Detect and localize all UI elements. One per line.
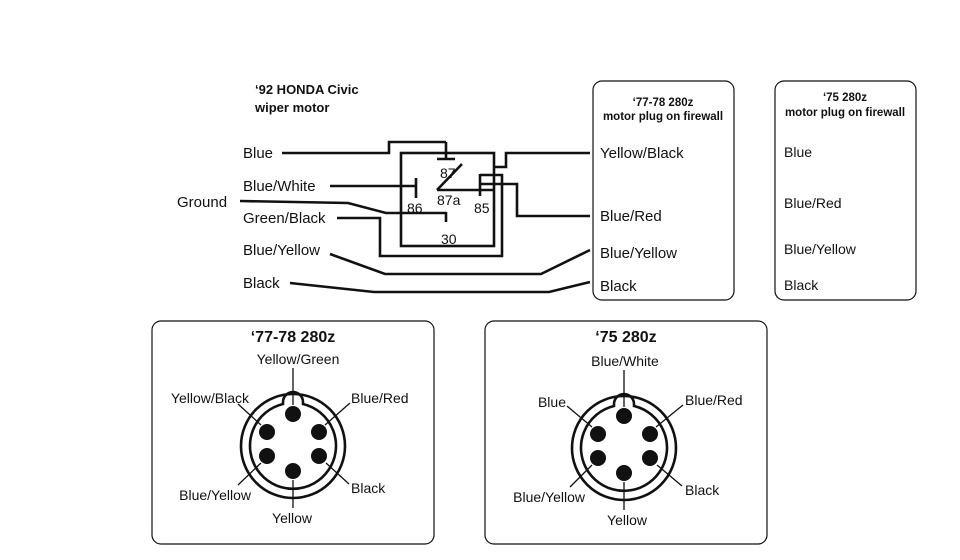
connector-75-pin-label-4: Yellow xyxy=(607,512,648,528)
connector-75-title: ‘75 280z xyxy=(595,329,656,346)
plug-75-panel: ‘75 280z motor plug on firewall Blue Blu… xyxy=(774,80,917,301)
wire-black xyxy=(289,280,591,294)
wire-ground-to-30 xyxy=(239,199,446,215)
relay-switch-arm xyxy=(436,163,463,191)
connector-7778-pin-label-1: Yellow/Green xyxy=(257,351,340,367)
plug-75-title-line1: ‘75 280z xyxy=(823,92,867,104)
wire-yellow-black xyxy=(494,151,590,169)
plug-75-title-line2: motor plug on firewall xyxy=(785,107,905,119)
connector-7778-pin-label-4: Yellow xyxy=(272,510,313,526)
wire-blue-yellow xyxy=(329,248,591,276)
plug-7778-panel: ‘77-78 280z motor plug on firewall Yello… xyxy=(592,80,735,301)
honda-wire-blue-white: Blue/White xyxy=(243,178,316,195)
relay-terminal-85: 85 xyxy=(474,200,490,216)
connector-7778-leader-lower-right xyxy=(325,462,350,485)
honda-wire-green-black: Green/Black xyxy=(243,210,326,227)
honda-wire-ground: Ground xyxy=(177,194,227,211)
plug-7778-wire-4: Black xyxy=(600,278,637,295)
connector-7778-pin-label-5: Blue/Yellow xyxy=(179,487,252,503)
plug-7778-wire-3: Blue/Yellow xyxy=(600,245,677,262)
connector-75-pin-lower-right xyxy=(642,450,658,466)
plug-75-wire-3: Blue/Yellow xyxy=(784,241,857,257)
relay-terminal-30: 30 xyxy=(441,231,457,247)
plug-75-wire-2: Blue/Red xyxy=(784,195,842,211)
connector-7778-pin-bottom xyxy=(285,463,301,479)
connector-7778-pin-lower-right xyxy=(311,448,327,464)
connector-75-panel: ‘75 280z Blue/White Blue/Red Black Yello… xyxy=(484,320,768,545)
plug-7778-title-line2: motor plug on firewall xyxy=(603,111,723,123)
connector-75-leader-lower-left xyxy=(569,464,593,488)
connector-7778-pin-lower-left xyxy=(259,448,275,464)
plug-75-wire-1: Blue xyxy=(784,144,812,160)
connector-75-pin-top xyxy=(616,408,632,424)
connector-7778-pin-label-3: Black xyxy=(351,480,386,496)
connector-75-pin-lower-left xyxy=(590,450,606,466)
plug-7778-box xyxy=(592,80,735,301)
connector-75-pin-label-1: Blue/White xyxy=(591,353,659,369)
connector-75-leader-upper-right xyxy=(655,404,684,428)
honda-wire-blue: Blue xyxy=(243,145,273,162)
relay-terminal-87: 87 xyxy=(440,165,456,181)
connector-75-pin-upper-left xyxy=(590,426,606,442)
relay-body xyxy=(399,151,496,248)
wire-green-black-to-85 xyxy=(337,173,504,258)
connector-7778-panel: ‘77-78 280z Yellow/Green Blue/Red Black … xyxy=(151,320,435,545)
plug-7778-wire-2: Blue/Red xyxy=(600,208,662,225)
connector-7778-pin-label-2: Blue/Red xyxy=(351,390,409,406)
connector-75-leader-lower-right xyxy=(656,464,683,487)
honda-title-line1: ‘92 HONDA Civic xyxy=(255,82,359,97)
connector-75-pin-bottom xyxy=(616,465,632,481)
connector-75-pin-label-2: Blue/Red xyxy=(685,392,743,408)
connector-7778-pin-upper-right xyxy=(311,424,327,440)
connector-75-pin-upper-right xyxy=(642,426,658,442)
connector-75-pin-label-3: Black xyxy=(685,482,720,498)
connector-75-leader-upper-left xyxy=(566,405,593,428)
plug-75-box xyxy=(774,80,917,301)
relay: 87 87a 86 85 30 xyxy=(399,142,496,248)
connector-75-pin-label-5: Blue/Yellow xyxy=(513,489,586,505)
relay-terminal-87a: 87a xyxy=(437,192,461,208)
wire-blue-red xyxy=(480,182,590,218)
connector-7778-leader-upper-left xyxy=(237,403,262,426)
connector-7778-title: ‘77-78 280z xyxy=(251,329,336,346)
wire-blue-to-87 xyxy=(282,140,446,155)
honda-title-line2: wiper motor xyxy=(254,100,329,115)
honda-wire-black: Black xyxy=(243,275,280,292)
connector-75-inner-ring xyxy=(579,392,669,493)
plug-7778-title-line1: ‘77-78 280z xyxy=(633,97,694,109)
connector-7778-pin-upper-left xyxy=(259,424,275,440)
plug-7778-wire-1: Yellow/Black xyxy=(600,145,684,162)
connector-7778-leader-upper-right xyxy=(324,402,351,426)
connector-7778-pin-label-6: Yellow/Black xyxy=(171,390,250,406)
connector-7778-leader-lower-left xyxy=(237,462,262,486)
wires xyxy=(239,140,591,294)
connector-7778-inner-ring xyxy=(248,390,338,491)
honda-wire-blue-yellow: Blue/Yellow xyxy=(243,242,320,259)
plug-75-wire-4: Black xyxy=(784,277,819,293)
connector-7778-pin-top xyxy=(285,406,301,422)
connector-75-pin-label-6: Blue xyxy=(538,394,566,410)
